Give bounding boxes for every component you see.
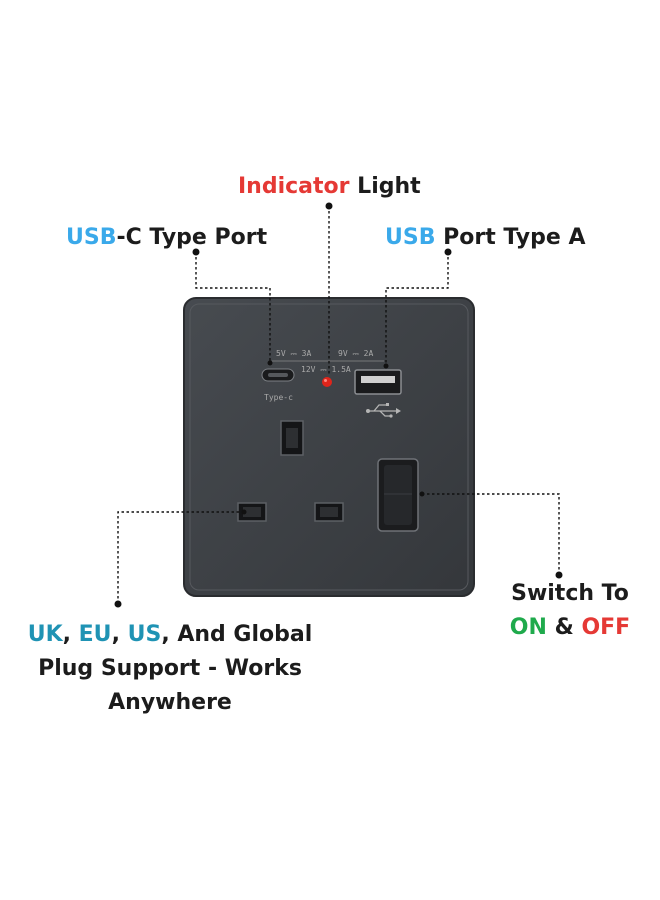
usb-c-rest: -C Type Port — [116, 225, 268, 250]
usb-a-callout: USB Port Type A — [385, 225, 586, 251]
switch-line-1: Switch To — [511, 581, 629, 606]
switch-line-2: ON & OFF — [500, 611, 640, 645]
usb-a-rating-label: 9V ⎓ 2A — [338, 349, 374, 358]
separator: , — [62, 622, 79, 647]
type-c-label: Type-c — [264, 393, 293, 402]
usb-c-highlight: USB — [66, 225, 117, 250]
switch-callout: Switch To ON & OFF — [500, 577, 640, 645]
global-line-3: Anywhere — [108, 690, 232, 715]
separator: , — [111, 622, 128, 647]
on-label: ON — [509, 615, 547, 640]
indicator-light-callout: Indicator Light — [238, 174, 421, 200]
indicator-rest: Light — [349, 174, 421, 199]
amp-label: & — [546, 615, 582, 640]
usb-a-rest: Port Type A — [435, 225, 586, 250]
eu-label: EU — [78, 622, 112, 647]
usb-a-highlight: USB — [385, 225, 436, 250]
off-label: OFF — [581, 615, 631, 640]
indicator-led — [322, 377, 332, 387]
uk-label: UK — [27, 622, 63, 647]
leader-lines — [117, 206, 560, 602]
usb-c-rating-label: 5V ⎓ 3A — [276, 349, 312, 358]
global-support-callout: UK, EU, US, And Global Plug Support - Wo… — [20, 618, 320, 720]
global-line-1: UK, EU, US, And Global — [20, 618, 320, 652]
us-label: US — [127, 622, 162, 647]
indicator-highlight: Indicator — [238, 174, 350, 199]
usb-c-callout: USB-C Type Port — [66, 225, 267, 251]
usb-symbol-icon — [366, 403, 401, 418]
global-line-2: Plug Support - Works — [38, 656, 302, 681]
global-line-1-rest: , And Global — [161, 622, 313, 647]
shared-rating-label: 12V ⎓ 1.5A — [301, 365, 351, 374]
